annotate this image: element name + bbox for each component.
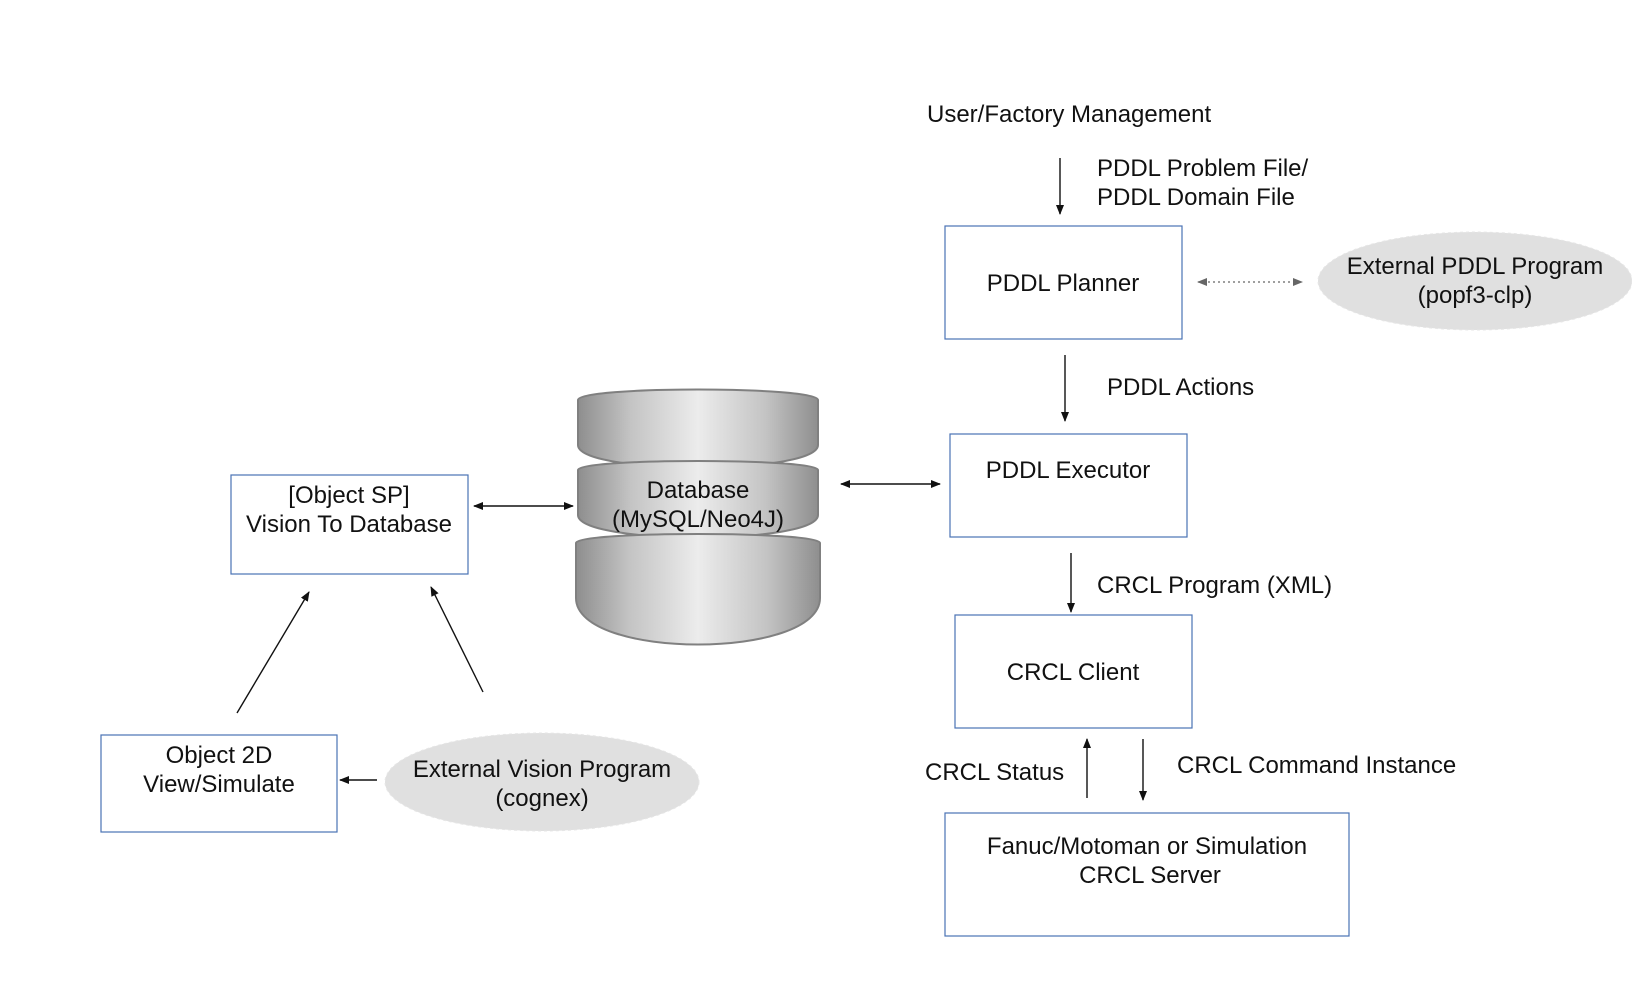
crcl-server-label-line2: CRCL Server [1079, 862, 1221, 889]
object-2d-view-label-line1: Object 2D [166, 742, 273, 769]
pddl-executor-node: PDDL Executor [949, 433, 1188, 538]
label-crcl-status: CRCL Status [925, 759, 1064, 786]
label-pddl-actions: PDDL Actions [1107, 374, 1254, 401]
label-crcl-command-instance: CRCL Command Instance [1177, 752, 1456, 779]
database-label-line1: Database [647, 477, 750, 504]
database-label-line2: (MySQL/Neo4J) [612, 506, 784, 533]
vision-to-database-label-line2: Vision To Database [246, 511, 452, 538]
external-vision-program-node: External Vision Program (cognex) [384, 732, 700, 832]
edge-object2d-to-vision [236, 591, 310, 714]
crcl-server-node: Fanuc/Motoman or Simulation CRCL Server [944, 812, 1350, 937]
object-2d-view-node: Object 2D View/Simulate [100, 734, 338, 833]
crcl-client-label: CRCL Client [1007, 659, 1140, 686]
object-2d-view-label-line2: View/Simulate [143, 771, 295, 798]
pddl-planner-label: PDDL Planner [987, 270, 1140, 297]
pddl-planner-node: PDDL Planner [944, 225, 1183, 340]
pddl-executor-label: PDDL Executor [986, 457, 1151, 484]
vision-to-database-label-line1: [Object SP] [288, 482, 409, 509]
external-pddl-program-label-line2: (popf3-clp) [1418, 282, 1533, 309]
external-pddl-program-label-line1: External PDDL Program [1347, 253, 1604, 280]
database-icon: Database (MySQL/Neo4J) [575, 388, 821, 646]
external-vision-program-label-line2: (cognex) [495, 785, 588, 812]
external-pddl-program-node: External PDDL Program (popf3-clp) [1317, 231, 1632, 331]
label-pddl-domain-file: PDDL Domain File [1097, 184, 1295, 211]
edge-external-vision-to-vision [430, 586, 484, 693]
label-crcl-program-xml: CRCL Program (XML) [1097, 572, 1332, 599]
vision-to-database-node: [Object SP] Vision To Database [230, 474, 469, 575]
label-user-factory-management: User/Factory Management [927, 101, 1211, 128]
external-vision-program-label-line1: External Vision Program [413, 756, 671, 783]
label-pddl-problem-file: PDDL Problem File/ [1097, 155, 1309, 182]
crcl-server-label-line1: Fanuc/Motoman or Simulation [987, 833, 1307, 860]
crcl-client-node: CRCL Client [954, 614, 1193, 729]
